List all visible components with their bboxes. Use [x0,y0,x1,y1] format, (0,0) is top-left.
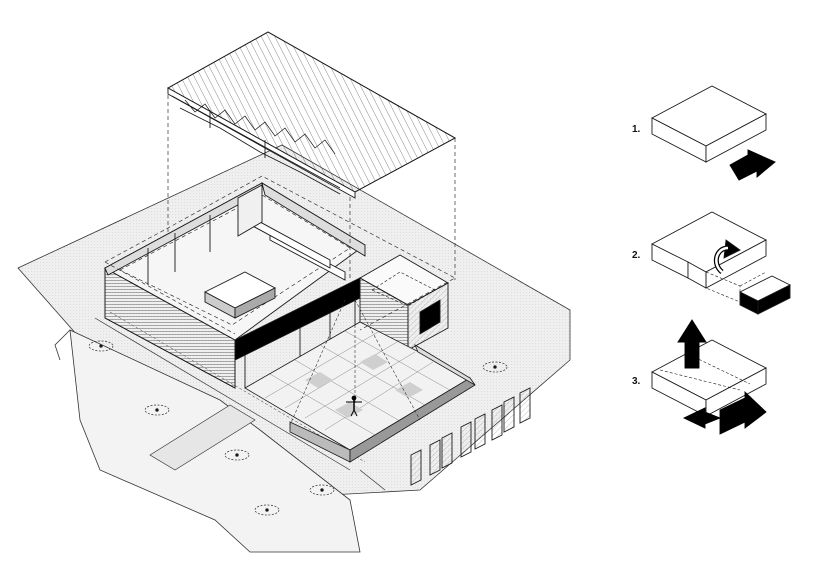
step-label-3: 3. [632,376,641,387]
house-walls [104,182,366,389]
step-label-2: 2. [632,250,641,261]
arrow-left-icon [729,149,776,181]
annex-window [419,299,441,335]
step-3-diagram [651,319,767,435]
arrow-up-icon [677,319,707,369]
fence-panels [410,387,531,486]
human-figure-icon [346,395,362,417]
terrace [244,299,476,463]
step-label-1: 1. [632,124,641,135]
annex-volume [359,254,449,351]
step-1-diagram [651,85,776,181]
projection-lines [104,88,456,335]
arrow-right-icon [719,390,767,435]
rotate-arrow-icon [713,239,741,274]
step-2-diagram [651,211,792,315]
roof [167,31,456,199]
survey-markers [88,340,508,516]
